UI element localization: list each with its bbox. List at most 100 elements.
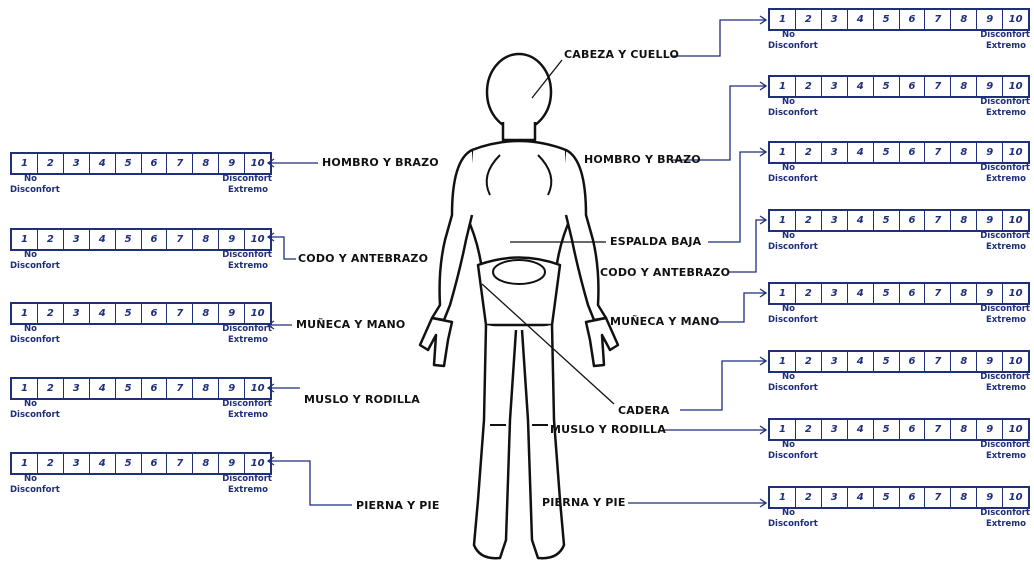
rating-cell-4[interactable]: 4 [90,454,116,473]
rating-cell-3[interactable]: 3 [822,10,848,29]
rating-cell-2[interactable]: 2 [796,211,822,230]
rating-cell-9[interactable]: 9 [977,10,1003,29]
rating-cell-3[interactable]: 3 [64,454,90,473]
rating-cell-2[interactable]: 2 [796,352,822,371]
rating-cell-3[interactable]: 3 [64,379,90,398]
rating-cell-6[interactable]: 6 [142,154,168,173]
rating-cell-1[interactable]: 1 [770,420,796,439]
rating-cell-4[interactable]: 4 [848,420,874,439]
rating-cell-9[interactable]: 9 [977,352,1003,371]
rating-cell-8[interactable]: 8 [951,143,977,162]
rating-cell-7[interactable]: 7 [925,284,951,303]
rating-cell-3[interactable]: 3 [822,77,848,96]
rating-cell-4[interactable]: 4 [848,211,874,230]
rating-cell-7[interactable]: 7 [167,154,193,173]
rating-cell-1[interactable]: 1 [770,211,796,230]
rating-cell-7[interactable]: 7 [167,379,193,398]
rating-cell-4[interactable]: 4 [848,143,874,162]
rating-cell-6[interactable]: 6 [900,420,926,439]
rating-cell-1[interactable]: 1 [12,154,38,173]
rating-cell-2[interactable]: 2 [796,10,822,29]
rating-cell-1[interactable]: 1 [770,352,796,371]
rating-cell-4[interactable]: 4 [848,488,874,507]
rating-cell-5[interactable]: 5 [874,488,900,507]
rating-cell-6[interactable]: 6 [900,284,926,303]
rating-cell-6[interactable]: 6 [900,488,926,507]
rating-cell-3[interactable]: 3 [822,420,848,439]
rating-cell-6[interactable]: 6 [142,230,168,249]
rating-cell-4[interactable]: 4 [90,379,116,398]
rating-cell-9[interactable]: 9 [219,304,245,323]
rating-cell-5[interactable]: 5 [116,379,142,398]
rating-cell-3[interactable]: 3 [64,230,90,249]
rating-cell-6[interactable]: 6 [900,211,926,230]
rating-cell-5[interactable]: 5 [874,143,900,162]
rating-cell-10[interactable]: 10 [1003,352,1028,371]
rating-cell-8[interactable]: 8 [193,379,219,398]
rating-cell-4[interactable]: 4 [848,77,874,96]
rating-cell-2[interactable]: 2 [796,284,822,303]
rating-cell-10[interactable]: 10 [245,154,270,173]
rating-cell-2[interactable]: 2 [796,143,822,162]
rating-cell-5[interactable]: 5 [874,420,900,439]
rating-cell-4[interactable]: 4 [90,230,116,249]
rating-cell-5[interactable]: 5 [116,304,142,323]
rating-cell-5[interactable]: 5 [116,230,142,249]
rating-cell-3[interactable]: 3 [822,488,848,507]
rating-cell-4[interactable]: 4 [848,352,874,371]
rating-cell-3[interactable]: 3 [822,143,848,162]
rating-cell-2[interactable]: 2 [796,420,822,439]
rating-cell-9[interactable]: 9 [977,77,1003,96]
rating-cell-5[interactable]: 5 [874,77,900,96]
rating-cell-6[interactable]: 6 [900,143,926,162]
rating-cell-3[interactable]: 3 [822,352,848,371]
rating-cell-1[interactable]: 1 [12,454,38,473]
rating-cell-1[interactable]: 1 [12,304,38,323]
rating-cell-1[interactable]: 1 [770,488,796,507]
rating-cell-10[interactable]: 10 [245,379,270,398]
rating-cell-5[interactable]: 5 [874,10,900,29]
rating-cell-5[interactable]: 5 [874,352,900,371]
rating-cell-7[interactable]: 7 [167,454,193,473]
rating-cell-1[interactable]: 1 [770,284,796,303]
rating-cell-7[interactable]: 7 [925,420,951,439]
rating-cell-9[interactable]: 9 [977,211,1003,230]
rating-cell-8[interactable]: 8 [951,352,977,371]
rating-cell-1[interactable]: 1 [770,143,796,162]
rating-cell-8[interactable]: 8 [951,10,977,29]
rating-cell-10[interactable]: 10 [245,230,270,249]
rating-cell-6[interactable]: 6 [142,379,168,398]
rating-cell-4[interactable]: 4 [848,284,874,303]
rating-cell-10[interactable]: 10 [1003,211,1028,230]
rating-cell-2[interactable]: 2 [796,488,822,507]
rating-cell-4[interactable]: 4 [90,304,116,323]
rating-cell-1[interactable]: 1 [12,379,38,398]
rating-cell-9[interactable]: 9 [219,154,245,173]
rating-cell-8[interactable]: 8 [951,420,977,439]
rating-cell-10[interactable]: 10 [245,454,270,473]
rating-cell-8[interactable]: 8 [193,304,219,323]
rating-cell-9[interactable]: 9 [977,420,1003,439]
rating-cell-6[interactable]: 6 [142,304,168,323]
rating-cell-3[interactable]: 3 [822,284,848,303]
rating-cell-2[interactable]: 2 [38,454,64,473]
rating-cell-7[interactable]: 7 [925,77,951,96]
rating-cell-6[interactable]: 6 [900,352,926,371]
rating-cell-9[interactable]: 9 [977,143,1003,162]
rating-cell-3[interactable]: 3 [64,154,90,173]
rating-cell-9[interactable]: 9 [219,230,245,249]
rating-cell-10[interactable]: 10 [1003,284,1028,303]
rating-cell-5[interactable]: 5 [874,284,900,303]
rating-cell-10[interactable]: 10 [1003,10,1028,29]
rating-cell-2[interactable]: 2 [38,154,64,173]
rating-cell-8[interactable]: 8 [193,230,219,249]
rating-cell-6[interactable]: 6 [900,10,926,29]
rating-cell-2[interactable]: 2 [796,77,822,96]
rating-cell-4[interactable]: 4 [848,10,874,29]
rating-cell-10[interactable]: 10 [1003,77,1028,96]
rating-cell-10[interactable]: 10 [245,304,270,323]
rating-cell-3[interactable]: 3 [64,304,90,323]
rating-cell-1[interactable]: 1 [770,10,796,29]
rating-cell-5[interactable]: 5 [116,154,142,173]
rating-cell-1[interactable]: 1 [770,77,796,96]
